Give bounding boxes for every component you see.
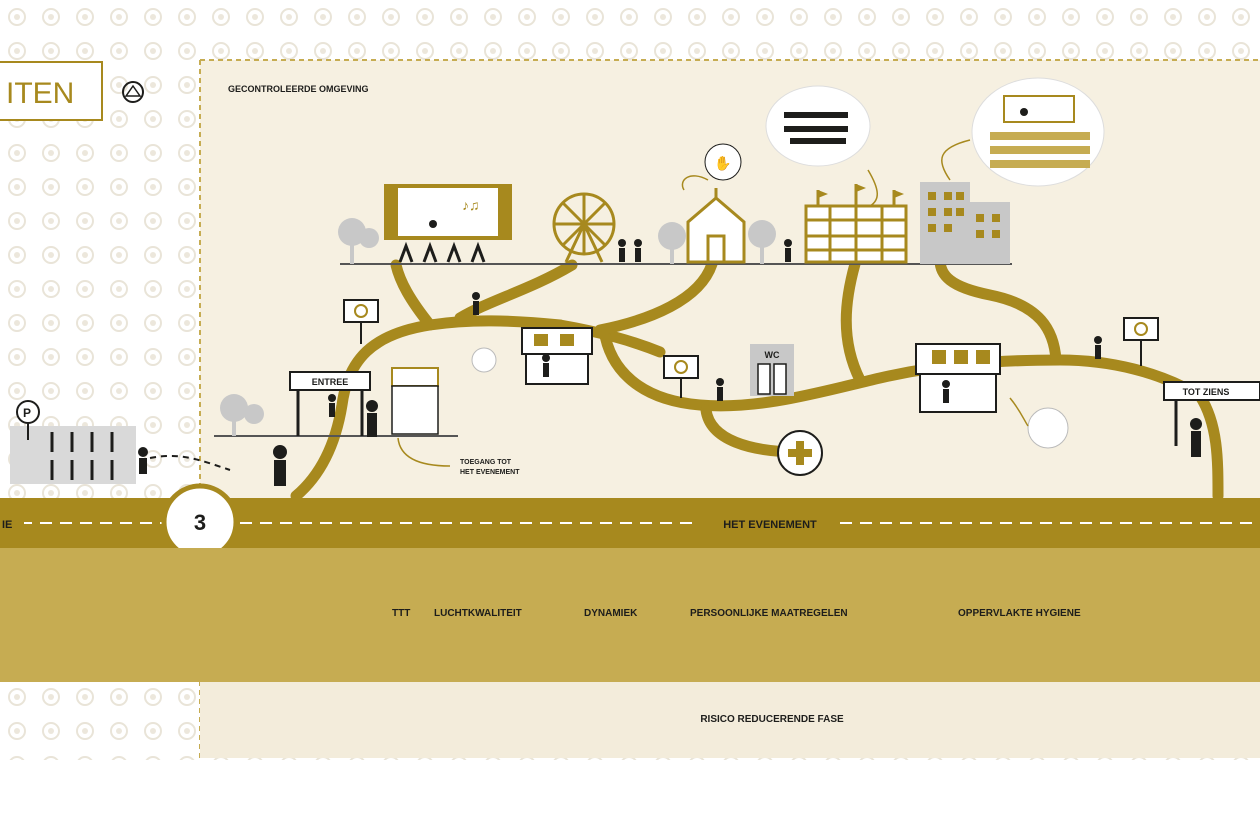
venue-building-icon <box>804 184 908 264</box>
measure-label: OPPERVLAKTE HYGIENE <box>958 608 1081 619</box>
measure-label: PERSOONLIJKE MAATREGELEN <box>690 608 848 619</box>
food-stand-icon <box>521 327 1001 413</box>
entrance-gate <box>289 371 371 436</box>
road-label: HET EVENEMENT <box>723 519 817 531</box>
left-road-label: IE <box>2 519 12 531</box>
parking-area-icon <box>10 426 136 484</box>
office-building-icon <box>920 182 1010 264</box>
parking-sign-icon: P <box>16 400 40 440</box>
info-sign-icon <box>343 299 1159 398</box>
ferris-wheel-icon <box>552 192 616 263</box>
title-box <box>0 61 103 121</box>
title-fragment: ITEN <box>6 77 74 110</box>
flag-icons <box>818 184 904 198</box>
svg-text:♪♫: ♪♫ <box>462 197 480 213</box>
exit-sign-label: TOT ZIENS <box>1183 387 1230 397</box>
ticket-booth-icon <box>391 367 439 435</box>
classroom-bubble <box>941 77 1105 187</box>
food-stand-goods <box>534 334 990 364</box>
concert-stage-icon: ♪♫ <box>384 184 512 263</box>
measure-label: DYNAMIEK <box>584 608 638 619</box>
person-icon <box>618 239 642 262</box>
measures-band <box>0 548 1260 682</box>
tent-icon <box>686 188 746 264</box>
left-road-label-bg <box>0 514 24 532</box>
measure-label: TTT <box>392 608 410 619</box>
access-note-line: TOEGANG TOT <box>460 459 512 466</box>
road-label-bg <box>700 514 840 532</box>
person-icon <box>784 239 792 262</box>
svg-text:P: P <box>23 406 31 420</box>
access-note-pointer <box>397 437 451 467</box>
wc-building-icon <box>750 344 794 396</box>
person-icon <box>138 292 1202 486</box>
audience-bubble <box>765 85 878 207</box>
access-note-line: HET EVENEMENT <box>460 469 520 476</box>
entrance-sign-label: ENTREE <box>312 377 349 387</box>
phase-band <box>200 682 1260 758</box>
tree-icon <box>220 218 776 436</box>
speech-bubble: ✋ <box>681 143 742 191</box>
svg-text:✋: ✋ <box>714 155 731 171</box>
exit-gate <box>1163 381 1260 446</box>
hygiene-icon <box>471 347 1069 449</box>
phase-label: RISICO REDUCERENDE FASE <box>700 714 844 725</box>
measure-label: LUCHTKWALITEIT <box>434 608 522 619</box>
stage-number: 3 <box>194 510 206 535</box>
logo-icon <box>122 81 144 103</box>
bottom-white-area <box>0 760 1260 840</box>
region-label: GECONTROLEERDE OMGEVING <box>228 84 369 94</box>
first-aid-icon <box>777 430 823 476</box>
wc-label: WC <box>765 350 780 360</box>
hygiene-pointer <box>1009 397 1029 427</box>
